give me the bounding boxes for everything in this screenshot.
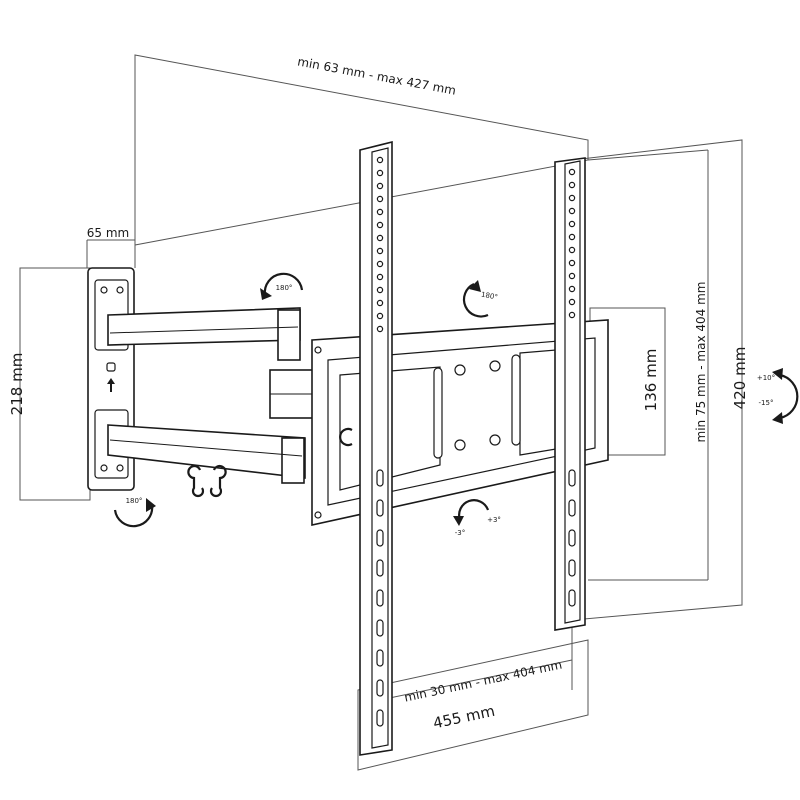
upper-arm [107, 307, 301, 361]
rail-hole [568, 233, 576, 241]
rail-hole [376, 195, 384, 203]
vesa-horizontal-dimension-line [379, 659, 573, 701]
rail-slot [376, 679, 384, 697]
rail-hole [376, 156, 384, 164]
vesa-vertical-range-label: min 75 mm - max 404 mm [694, 282, 708, 443]
rail-hole [568, 259, 576, 267]
tilt-down-label: -15° [759, 399, 774, 407]
rail-hole [376, 234, 384, 242]
wall-plate-height-label: 218 mm [8, 353, 26, 416]
rail-slot [568, 559, 576, 577]
rail-slot [376, 529, 384, 547]
level-adjust-arrow [453, 499, 490, 526]
tilt-arrow [772, 368, 799, 424]
wall-plate-height-plane [19, 267, 91, 501]
arm-swivel-top-arrow [260, 272, 304, 300]
rail-hole [376, 286, 384, 294]
rail-slot [376, 589, 384, 607]
left-rail [359, 140, 393, 756]
tilt-up-label: +10° [757, 374, 775, 382]
rail-slot [376, 649, 384, 667]
wall-swivel-bottom-label: 180° [126, 497, 143, 505]
wall-swivel-bottom-arrow [113, 498, 156, 528]
head-plate-height-label: 136 mm [642, 349, 660, 412]
depth-range-label: min 63 mm - max 427 mm [296, 54, 457, 97]
rail-hole [376, 182, 384, 190]
right-rail [554, 157, 586, 631]
rail-hole [568, 272, 576, 280]
rail-hole [376, 221, 384, 229]
rail-slot [376, 709, 384, 727]
rail-hole [376, 299, 384, 307]
arm-swivel-top-label: 180° [276, 284, 293, 292]
lower-arm [107, 424, 306, 484]
rail-hole [568, 298, 576, 306]
wall-plate-depth-label: 65 mm [87, 226, 129, 240]
rail-hole [376, 208, 384, 216]
level-plus-label: +3° [487, 516, 501, 524]
head-swivel-arrow [462, 280, 489, 318]
rail-slot [376, 619, 384, 637]
rail-hole [568, 311, 576, 319]
rail-hole [568, 168, 576, 176]
rail-holes [376, 156, 576, 727]
rail-hole [376, 312, 384, 320]
rail-hole [568, 220, 576, 228]
rail-slot [568, 529, 576, 547]
overall-width-label: 455 mm [431, 702, 496, 733]
rail-hole [376, 247, 384, 255]
rail-hole [376, 273, 384, 281]
vesa-horizontal-range-label: min 30 mm - max 404 mm [403, 658, 563, 705]
rail-hole [568, 207, 576, 215]
rail-hole [376, 260, 384, 268]
rail-height-label: 420 mm [731, 347, 749, 410]
level-minus-label: -3° [455, 529, 465, 537]
rail-hole [568, 246, 576, 254]
rail-slot [376, 469, 384, 487]
rail-slot [568, 589, 576, 607]
rail-hole [568, 194, 576, 202]
rail-hole [376, 169, 384, 177]
rail-hole [568, 285, 576, 293]
rail-slot [376, 499, 384, 517]
cable-hooks [187, 464, 227, 498]
overall-width-plane [357, 639, 589, 771]
rail-slot [376, 559, 384, 577]
rail-hole [568, 181, 576, 189]
rail-hole [376, 325, 384, 333]
head-swivel-label: 180° [480, 291, 498, 302]
rail-slot [568, 499, 576, 517]
swivel-joint [269, 369, 319, 419]
vesa-vertical-top-extension [587, 149, 709, 161]
rail-slot [568, 469, 576, 487]
